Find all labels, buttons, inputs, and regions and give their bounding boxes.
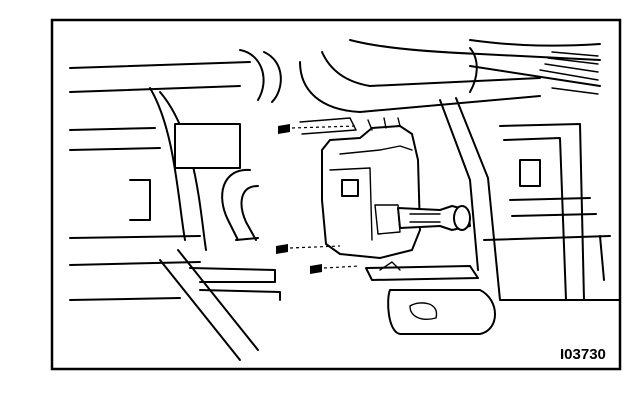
figure-reference-code: I03730 xyxy=(560,346,606,363)
screw-top xyxy=(278,117,357,135)
figure-frame xyxy=(50,18,622,371)
screw-middle xyxy=(276,244,341,254)
line-art xyxy=(69,39,621,361)
screw-bottom xyxy=(310,264,361,274)
